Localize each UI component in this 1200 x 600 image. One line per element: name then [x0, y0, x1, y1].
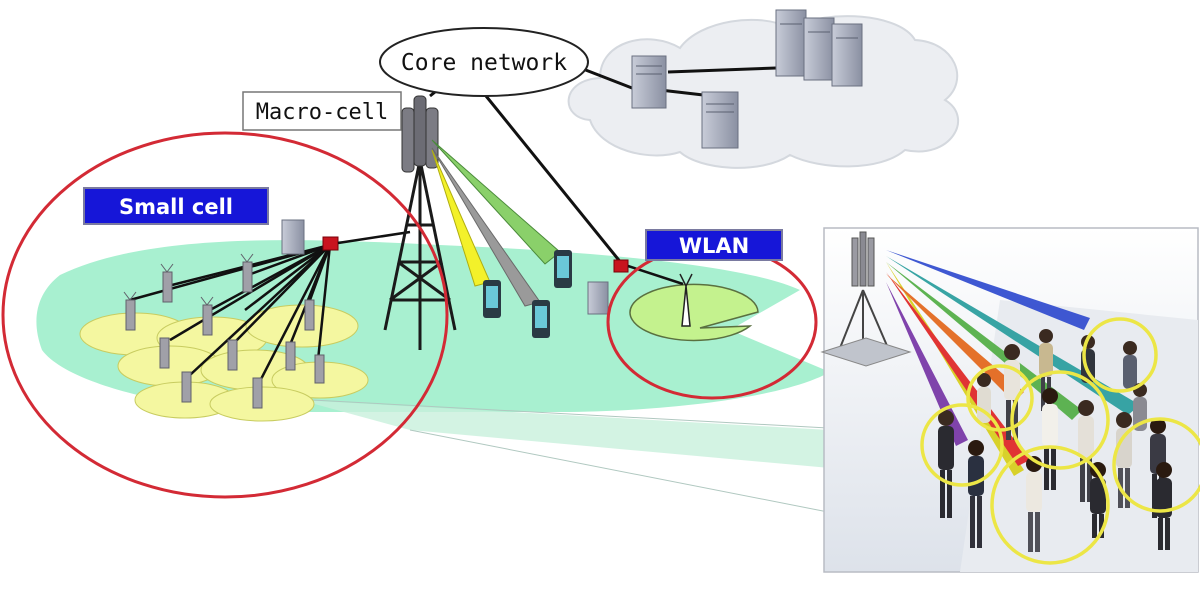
server-icon	[281, 219, 305, 255]
beam	[886, 274, 1024, 402]
beam-ring	[1010, 370, 1110, 470]
beam	[431, 139, 561, 265]
router-icon	[322, 236, 339, 251]
macro-cell-label: Macro-cell	[242, 91, 402, 131]
inset-antenna-tower	[820, 231, 912, 367]
projection-line	[311, 399, 829, 429]
projection-line	[409, 429, 829, 513]
small-cell-gateway	[281, 219, 411, 255]
beam	[886, 272, 1030, 466]
small-cell-ring	[1, 131, 449, 499]
beam-ring	[920, 403, 1004, 487]
small-cell-links	[129, 243, 332, 386]
antenna-icon	[304, 299, 315, 331]
small-cell-tag: Small cell	[83, 187, 269, 225]
antenna-icon	[240, 253, 254, 293]
macro-beams	[431, 139, 561, 307]
beam-ring	[1112, 417, 1200, 513]
core-network-label: Core network	[379, 27, 589, 97]
server-icon	[631, 55, 667, 109]
wlan-coverage	[629, 283, 759, 342]
antenna-icon	[123, 291, 137, 331]
person-icon	[1123, 341, 1137, 389]
wlan-tag: WLAN	[645, 229, 783, 261]
beam-ring	[990, 445, 1110, 565]
beamforming-inset	[820, 227, 1200, 573]
beam	[431, 149, 491, 287]
handsets	[483, 250, 572, 338]
beam-ring	[1082, 317, 1158, 393]
server-rack-icon	[775, 9, 863, 87]
person-icon	[1078, 400, 1094, 502]
core-cloud	[564, 9, 959, 169]
antenna-icon	[200, 296, 214, 336]
macro-cell-text: Macro-cell	[256, 100, 388, 125]
small-cell-antennas	[123, 253, 325, 409]
small-cell-text: Small cell	[119, 195, 233, 219]
person-icon	[1026, 456, 1042, 552]
person-icon	[968, 440, 984, 548]
router-icon	[613, 259, 629, 273]
beam	[886, 250, 1090, 330]
access-point-icon	[679, 273, 693, 327]
crowd	[938, 329, 1172, 552]
user-beam-rings	[920, 317, 1200, 565]
server-icon	[701, 91, 739, 149]
phone-icon	[532, 300, 550, 338]
antenna-icon	[285, 341, 296, 371]
inset-beams	[886, 250, 1140, 476]
antenna-icon	[160, 263, 174, 303]
macro-cell-tower	[383, 159, 457, 350]
antenna-icon	[252, 377, 263, 409]
phone-icon	[483, 280, 501, 318]
antenna-icon	[227, 339, 238, 371]
core-network-text: Core network	[401, 50, 567, 76]
beam	[886, 282, 968, 446]
wlan-area	[587, 259, 759, 342]
antenna-icon	[159, 337, 170, 369]
person-icon	[1156, 462, 1172, 550]
projection-band	[300, 400, 830, 468]
small-cell-area	[245, 304, 359, 348]
antenna-icon	[314, 354, 325, 384]
macro-antenna-icon	[401, 95, 439, 173]
phone-icon	[554, 250, 572, 288]
beam-ring	[966, 364, 1034, 432]
cloud-shape	[567, 15, 959, 169]
person-icon	[938, 410, 954, 518]
antenna-icon	[181, 371, 192, 403]
cloud-link-2	[667, 66, 777, 74]
wlan-text: WLAN	[679, 234, 749, 258]
server-icon	[587, 281, 609, 315]
